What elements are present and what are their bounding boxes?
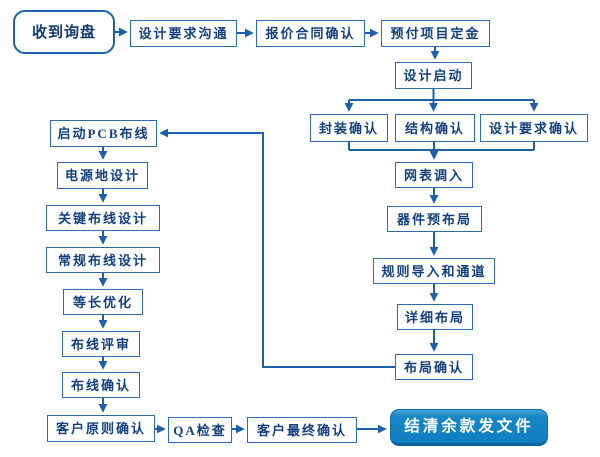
node-inquiry: 收到询盘 [13,10,115,54]
node-routing-confirm: 布线确认 [62,372,140,398]
node-requirement-confirm: 设计要求确认 [480,114,588,142]
node-package-confirm: 封装确认 [310,114,388,142]
node-quote-confirm: 报价合同确认 [256,20,365,47]
node-power-ground: 电源地设计 [57,162,148,189]
node-routing-review: 布线评审 [62,331,140,357]
node-kickoff: 设计启动 [395,62,472,89]
node-length-tuning: 等长优化 [63,289,143,315]
node-client-principle-confirm: 客户原则确认 [47,415,155,442]
node-deposit: 预付项目定金 [381,20,490,47]
node-client-final-confirm: 客户最终确认 [247,417,357,443]
connector-merge-rail [348,142,535,151]
node-qa-check: QA检查 [168,417,232,443]
node-design-comm: 设计要求沟通 [130,20,237,47]
node-detailed-placement: 详细布局 [397,304,473,330]
node-critical-routing: 关键布线设计 [46,205,160,231]
connector-placement-confirm-to-start-routing [159,128,395,368]
node-final-payment: 结清余款发文件 [390,409,548,446]
node-start-routing: 启动PCB布线 [50,120,157,147]
node-netlist-import: 网表调入 [395,162,473,188]
node-general-routing: 常规布线设计 [46,247,160,273]
node-placement-confirm: 布局确认 [395,354,473,380]
node-pre-placement: 器件预布局 [387,206,482,232]
connector-kickoff-branch-rail [349,89,534,101]
node-structure-confirm: 结构确认 [395,114,475,142]
node-rules-import: 规则导入和通道 [373,258,495,284]
